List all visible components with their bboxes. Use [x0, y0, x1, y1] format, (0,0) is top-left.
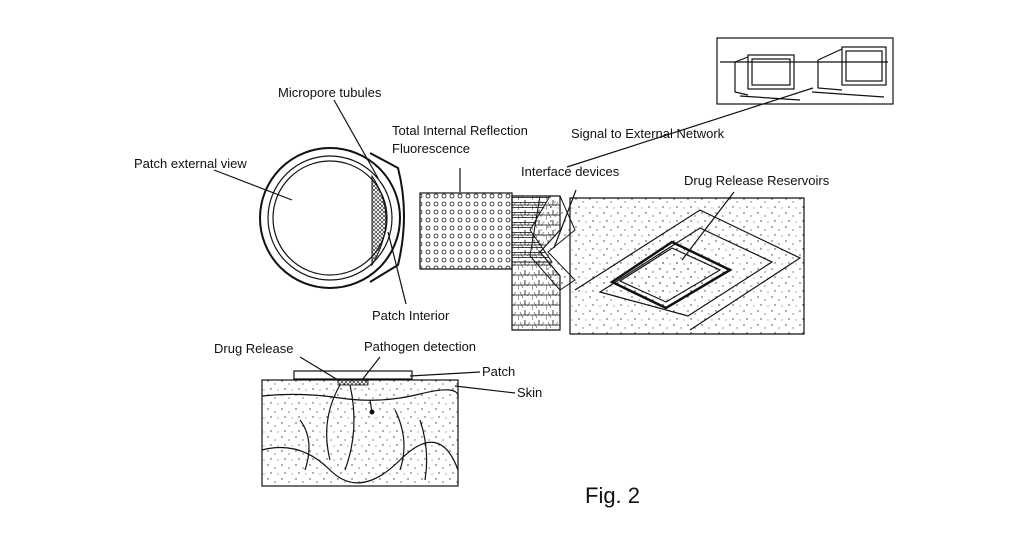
patch-external-view-illustration [260, 148, 404, 288]
patch-external-view-label: Patch external view [134, 156, 247, 171]
computer-workstations-illustration [717, 38, 893, 104]
drug-release-label: Drug Release [214, 341, 294, 356]
drug-release-reservoirs-label: Drug Release Reservoirs [684, 173, 830, 188]
pathogen-detection-label: Pathogen detection [364, 339, 476, 354]
skin-label: Skin [517, 385, 542, 400]
tirf-sensor-array-illustration [420, 193, 512, 269]
figure-caption: Fig. 2 [585, 483, 640, 508]
skin-cross-section-illustration [262, 371, 458, 486]
signal-external-network-label: Signal to External Network [571, 126, 725, 141]
tirf-label-line2: Fluorescence [392, 141, 470, 156]
drug-release-reservoirs-illustration [570, 198, 804, 334]
patch-label: Patch [482, 364, 515, 379]
interface-devices-illustration [512, 196, 575, 330]
patch-strip [294, 371, 412, 379]
patch-interior-label: Patch Interior [372, 308, 450, 323]
micropore-tubules-label: Micropore tubules [278, 85, 382, 100]
interface-devices-label: Interface devices [521, 164, 620, 179]
tirf-label-line1: Total Internal Reflection [392, 123, 528, 138]
